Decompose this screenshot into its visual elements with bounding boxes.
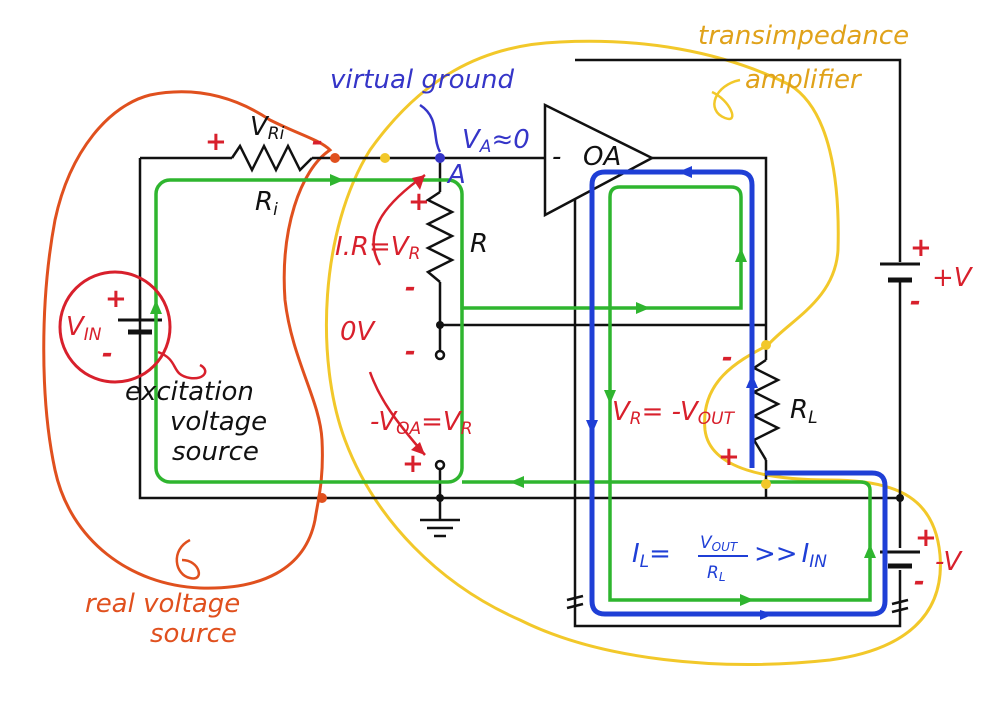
transimpedance-label: transimpedance xyxy=(698,21,909,51)
vin-highlight-circle xyxy=(58,270,172,384)
svg-text:>>IIN: >>IIN xyxy=(754,539,827,572)
il-equation: IL= VOUT RL >>IIN xyxy=(632,533,827,584)
amplifier-label: amplifier xyxy=(745,65,863,95)
voltage-annotation-arrows xyxy=(368,173,426,456)
ir-vr-label: I.R=VR xyxy=(335,232,420,264)
junction-dots xyxy=(317,153,904,503)
resistor-ri-icon xyxy=(230,143,313,173)
minus-v-battery-plus: + xyxy=(915,523,937,553)
vin-minus: - xyxy=(102,339,113,369)
r-label: R xyxy=(470,229,488,259)
svg-text:RL: RL xyxy=(707,563,726,584)
plus-v-battery-plus: + xyxy=(910,233,932,263)
real-source-label: source xyxy=(150,619,237,649)
r-plus: + xyxy=(408,187,430,217)
opamp-label: OA xyxy=(583,142,621,172)
opamp-minus-label: - xyxy=(552,142,561,172)
battery-plus-v-icon xyxy=(880,262,920,290)
excitation-leader xyxy=(157,350,207,380)
term-minus: - xyxy=(405,337,416,367)
va-label: VA≈0 xyxy=(462,125,530,157)
r-minus: - xyxy=(405,273,416,303)
ri-plus: + xyxy=(205,127,227,157)
term-plus: + xyxy=(402,449,424,479)
node-a-label: A xyxy=(446,160,466,190)
svg-text:IL=: IL= xyxy=(632,539,671,572)
vin-label: VIN xyxy=(66,312,102,345)
blue-current-path xyxy=(589,169,888,617)
virtual-ground-leader xyxy=(419,103,442,153)
rl-plus: + xyxy=(718,442,740,472)
ground-icon xyxy=(420,498,460,538)
virtual-ground-label: virtual ground xyxy=(330,65,514,95)
svg-text:VOUT: VOUT xyxy=(700,533,739,554)
voltage-label: voltage xyxy=(170,407,267,437)
circuit-wires xyxy=(138,58,902,628)
vr-eq-label: VR= -VOUT xyxy=(612,397,736,429)
real-voltage-source-outline xyxy=(42,90,333,590)
real-source-leader xyxy=(175,538,201,580)
blue-arrows xyxy=(586,166,774,620)
plus-v-label: +V xyxy=(932,263,974,293)
rl-label: RL xyxy=(790,395,818,428)
minus-v-label: -V xyxy=(935,547,963,577)
source-label: source xyxy=(172,437,259,467)
plus-v-battery-minus: - xyxy=(910,287,921,317)
excitation-label: excitation xyxy=(125,377,254,407)
decoupling-marks xyxy=(566,594,909,614)
real-voltage-label: real voltage xyxy=(85,589,240,619)
minus-v-battery-minus: - xyxy=(914,567,925,597)
resistor-r-icon xyxy=(425,190,455,283)
voltage-annotation-arrowheads xyxy=(411,175,425,455)
vri-label: VRi xyxy=(250,112,285,144)
green-current-path xyxy=(154,178,872,602)
voa-label: -VOA=VR xyxy=(370,407,473,439)
amplifier-label-leader xyxy=(711,78,741,121)
green-arrows xyxy=(150,174,876,606)
vin-plus: + xyxy=(105,284,127,314)
transimpedance-amplifier-outline xyxy=(324,39,942,666)
terminal-points xyxy=(434,349,446,471)
zero-v-label: 0V xyxy=(340,317,377,347)
resistor-rl-icon xyxy=(751,358,781,461)
ri-minus: - xyxy=(312,127,323,157)
op-amp-icon xyxy=(543,102,655,218)
ri-label: Ri xyxy=(255,187,278,220)
rl-minus: - xyxy=(722,343,733,373)
